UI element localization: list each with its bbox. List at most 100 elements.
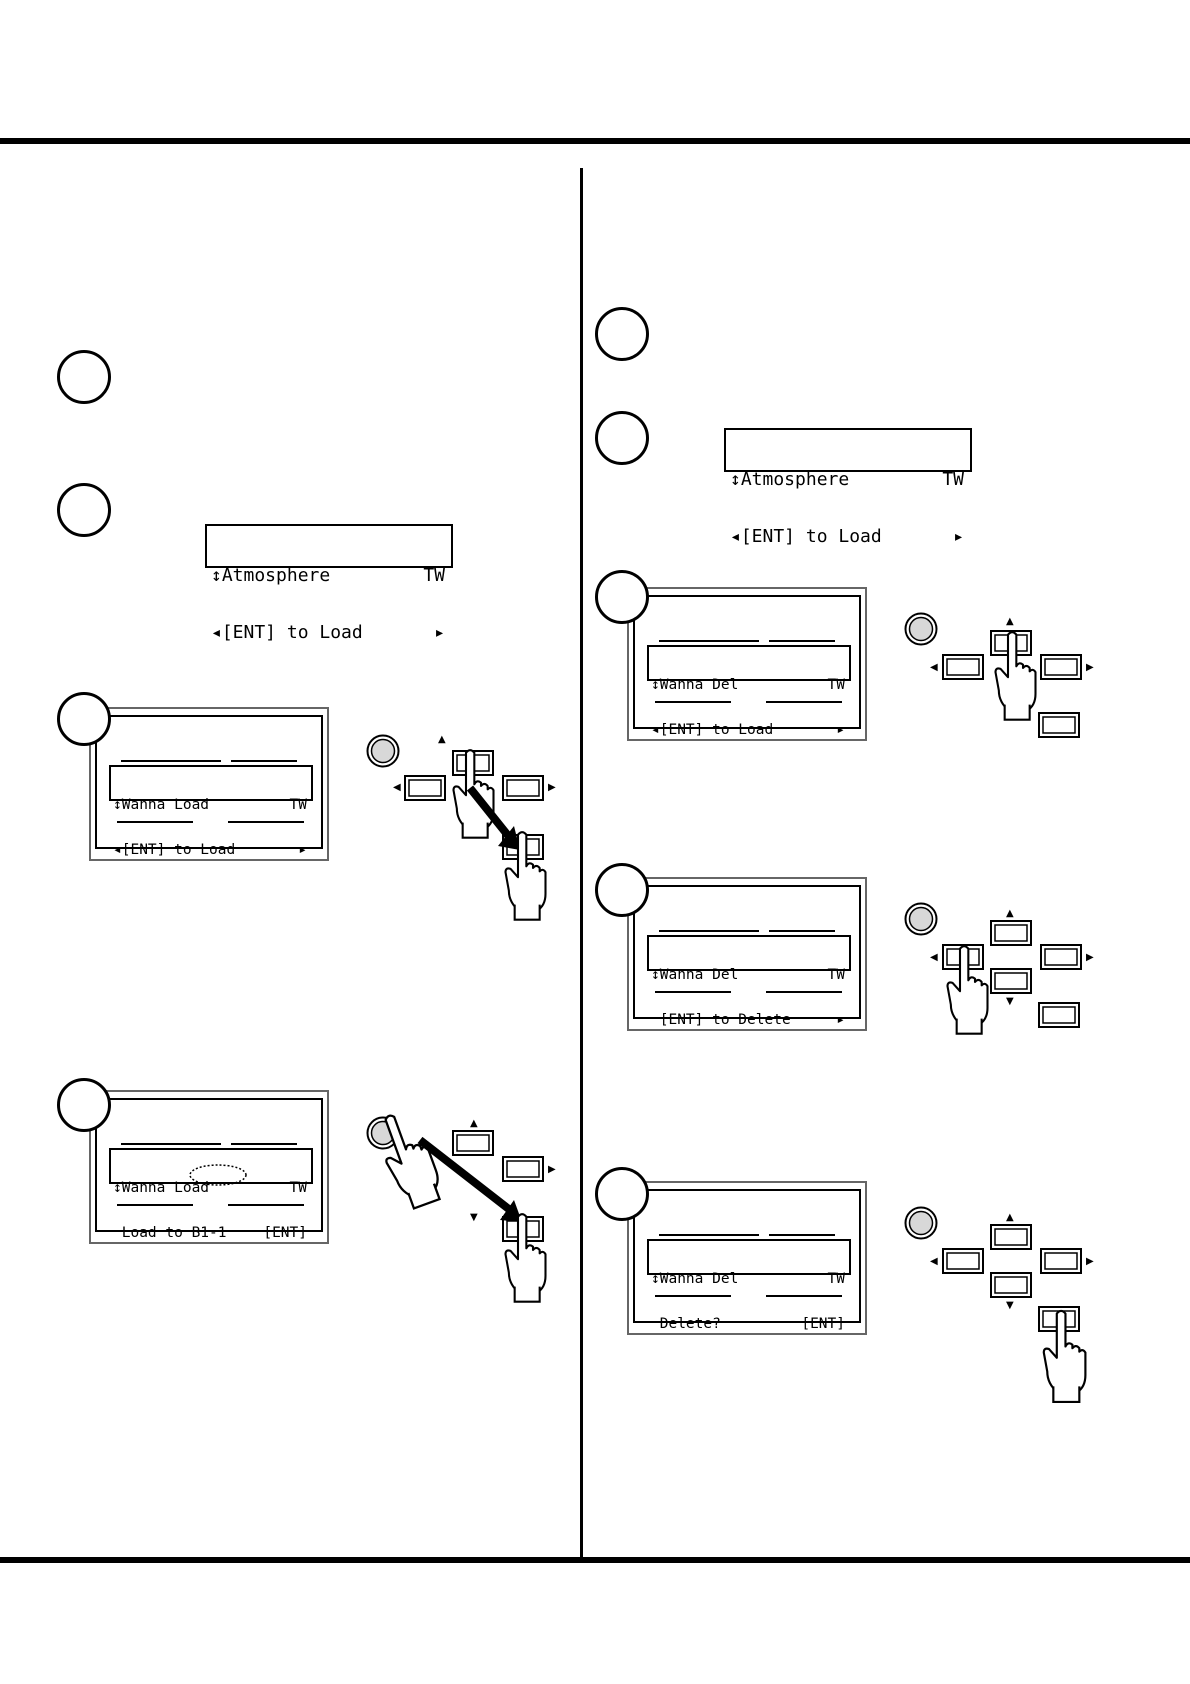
- lcd-line2: ◂[ENT] to Load: [113, 842, 236, 858]
- panel-frame: [633, 595, 861, 729]
- right-button[interactable]: [1040, 654, 1082, 680]
- control-panel-right-step4: ▲ ◀ ▶ ▼: [904, 902, 1094, 1035]
- control-panel-left-step3: ▲ ◀ ▶: [366, 734, 556, 921]
- up-button[interactable]: [990, 920, 1032, 946]
- lcd-line2-right: ▸: [836, 722, 845, 738]
- up-button[interactable]: [990, 1224, 1032, 1250]
- left-arrow-icon: ◀: [930, 952, 938, 963]
- panel-frame: [633, 1189, 861, 1323]
- knob-icon: [904, 902, 938, 936]
- lcd-line2: Load to B1-1: [113, 1225, 227, 1241]
- left-arrow-icon: ◀: [930, 1256, 938, 1267]
- step-2-circle: [57, 483, 111, 537]
- step-3-circle: [57, 692, 111, 746]
- right-button[interactable]: [1040, 1248, 1082, 1274]
- lcd-line1-right: TW: [942, 469, 964, 490]
- lcd-line1-right: TW: [289, 797, 307, 813]
- panel-lcd: ↕Wanna Del TW Delete? [ENT]: [647, 1239, 851, 1332]
- down-button[interactable]: [990, 968, 1032, 994]
- up-arrow-icon: ▲: [1006, 908, 1014, 919]
- lcd-line1: ↕Wanna Del: [651, 677, 739, 693]
- lcd-line2-right: [ENT]: [801, 1316, 845, 1332]
- knob-icon: [904, 612, 938, 646]
- lcd-line2: ◂[ENT] to Load: [651, 722, 774, 738]
- lcd-display-right-step2: ↕Atmosphere TW ◂[ENT] to Load ▸: [724, 428, 972, 546]
- step-1-circle-right: [595, 307, 649, 361]
- panel-left-step4: ↕Wanna Load TW Load to B1-1 [ENT]: [89, 1090, 329, 1244]
- left-button[interactable]: [404, 775, 446, 801]
- up-button[interactable]: [452, 1130, 494, 1156]
- panel-lcd: ↕Wanna Load TW ◂[ENT] to Load ▸: [109, 765, 313, 858]
- step-1-circle: [57, 350, 111, 404]
- control-panel-right-step5: ▲ ◀ ▶ ▼: [904, 1206, 1094, 1404]
- lcd-line2-right: ▸: [953, 526, 964, 547]
- lcd-line2-right: ▸: [836, 1012, 845, 1028]
- panel-right-step4: ↕Wanna Del TW [ENT] to Delete ▸: [627, 877, 867, 1031]
- step-5-circle-right: [595, 1167, 649, 1221]
- lcd-line2: ◂[ENT] to Load: [211, 622, 363, 643]
- control-panel-right-step3: ▲ ◀ ▶: [904, 612, 1094, 738]
- lcd-line1: ↕Atmosphere: [211, 565, 331, 586]
- enter-button[interactable]: [1038, 1002, 1080, 1028]
- lcd-line1: ↕Wanna Load: [113, 1180, 210, 1196]
- lcd-line1-right: TW: [827, 1271, 845, 1287]
- up-arrow-icon: ▲: [438, 734, 446, 745]
- press-arrow-icon: [466, 785, 514, 841]
- right-arrow-icon: ▶: [1086, 662, 1094, 673]
- step-4-circle-right: [595, 863, 649, 917]
- lcd-line2: [ENT] to Delete: [651, 1012, 791, 1028]
- left-button[interactable]: [942, 1248, 984, 1274]
- up-arrow-icon: ▲: [470, 1118, 478, 1129]
- lcd-line1: ↕Atmosphere: [730, 469, 850, 490]
- up-arrow-icon: ▲: [1006, 1212, 1014, 1223]
- lcd-line2: Delete?: [651, 1316, 721, 1332]
- lcd-line1: ↕Wanna Del: [651, 1271, 739, 1287]
- lcd-line2-right: [ENT]: [263, 1225, 307, 1241]
- knob-icon: [904, 1206, 938, 1240]
- panel-left-step3: ↕Wanna Load TW ◂[ENT] to Load ▸: [89, 707, 329, 861]
- down-arrow-icon: ▼: [470, 1212, 478, 1223]
- panel-frame: [95, 715, 323, 849]
- right-button[interactable]: [502, 1156, 544, 1182]
- press-arrow-icon: [417, 1136, 513, 1214]
- right-button[interactable]: [502, 775, 544, 801]
- right-button[interactable]: [1040, 944, 1082, 970]
- lcd-line1: ↕Wanna Load: [113, 797, 210, 813]
- right-arrow-icon: ▶: [548, 782, 556, 793]
- column-divider: [580, 168, 583, 1560]
- right-arrow-icon: ▶: [548, 1164, 556, 1175]
- left-button[interactable]: [942, 654, 984, 680]
- enter-button[interactable]: [1038, 712, 1080, 738]
- up-arrow-icon: ▲: [1006, 616, 1014, 627]
- down-arrow-icon: ▼: [1006, 1300, 1014, 1311]
- right-arrow-icon: ▶: [1086, 952, 1094, 963]
- lcd-line1-right: TW: [289, 1180, 307, 1196]
- left-arrow-icon: ◀: [930, 662, 938, 673]
- step-2-circle-right: [595, 411, 649, 465]
- panel-frame: [95, 1098, 323, 1232]
- lcd-line2-right: ▸: [434, 622, 445, 643]
- panel-right-step3: ↕Wanna Del TW ◂[ENT] to Load ▸: [627, 587, 867, 741]
- lcd-line1-right: TW: [827, 677, 845, 693]
- lcd-line1: ↕Wanna Del: [651, 967, 739, 983]
- top-rule: [0, 138, 1190, 144]
- control-panel-left-step4: ▲ ▶ ▼: [366, 1110, 556, 1303]
- lcd-line2-right: ▸: [298, 842, 307, 858]
- step-3-circle-right: [595, 570, 649, 624]
- down-button[interactable]: [990, 1272, 1032, 1298]
- panel-lcd: ↕Wanna Del TW ◂[ENT] to Load ▸: [647, 645, 851, 738]
- left-arrow-icon: ◀: [393, 782, 401, 793]
- lcd-line1-right: TW: [827, 967, 845, 983]
- right-arrow-icon: ▶: [1086, 1256, 1094, 1267]
- step-4-circle: [57, 1078, 111, 1132]
- panel-right-step5: ↕Wanna Del TW Delete? [ENT]: [627, 1181, 867, 1335]
- panel-frame: [633, 885, 861, 1019]
- down-arrow-icon: ▼: [1006, 996, 1014, 1007]
- highlight-ellipse: [189, 1164, 247, 1186]
- lcd-line2: ◂[ENT] to Load: [730, 526, 882, 547]
- panel-lcd: ↕Wanna Load TW Load to B1-1 [ENT]: [109, 1148, 313, 1241]
- knob-icon: [366, 734, 400, 768]
- bottom-rule: [0, 1557, 1190, 1563]
- panel-lcd: ↕Wanna Del TW [ENT] to Delete ▸: [647, 935, 851, 1028]
